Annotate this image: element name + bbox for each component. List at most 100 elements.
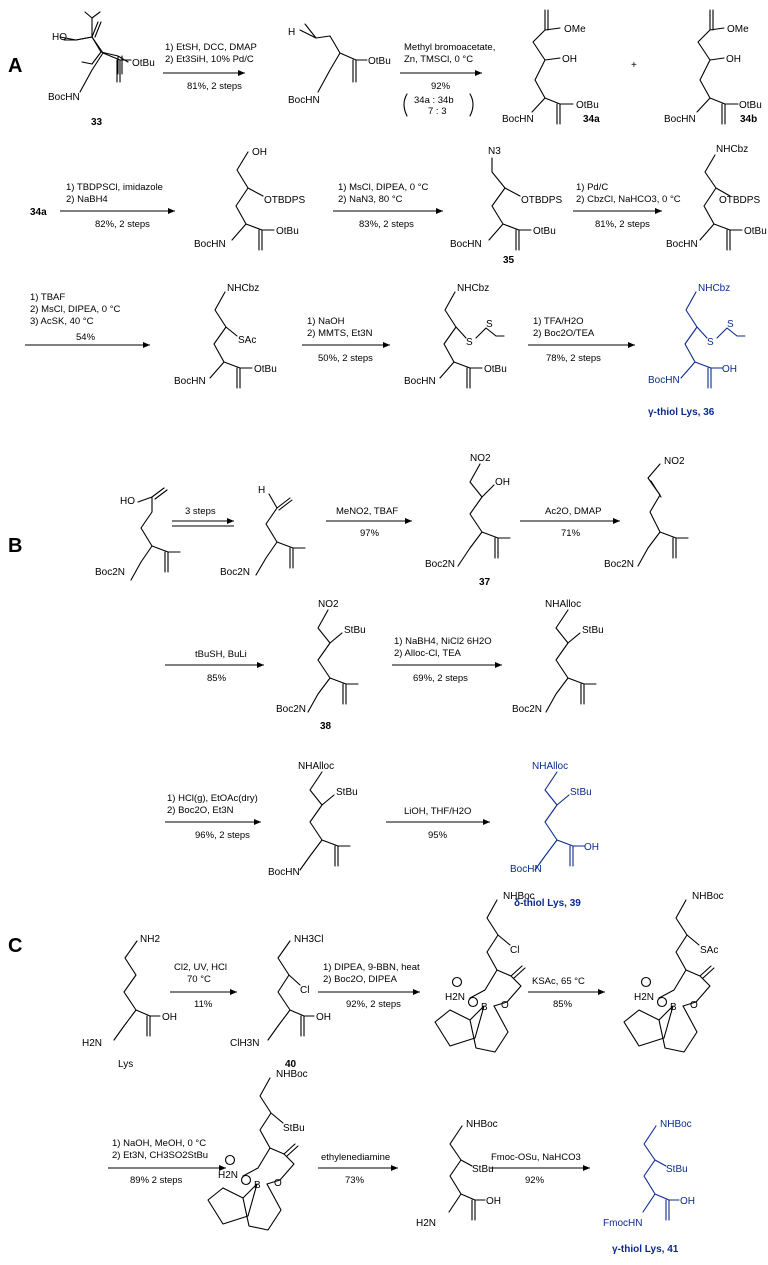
yield-a7: 50%, 2 steps [318, 353, 373, 364]
h2n-plus-label-3: H2N [218, 1170, 238, 1181]
stbu-label-2: StBu [582, 625, 604, 636]
compound-bbn-chloro: NHBoc Cl H2N B O [434, 891, 535, 1053]
cond-b6-line2: 2) Boc2O, Et3N [167, 805, 234, 816]
clh3n-label: ClH3N [230, 1038, 259, 1049]
sulfur-label-2: S [486, 319, 493, 330]
cond-b5-line1: 1) NaBH4, NiCl2 6H2O [394, 636, 492, 647]
ho-label-b: HO [120, 496, 135, 507]
yield-a6: 54% [76, 332, 96, 343]
sac-label-c: SAc [700, 945, 718, 956]
negative-charge-icon-3 [240, 1174, 252, 1186]
nhalloc-label-2: NHAlloc [298, 761, 334, 772]
no2-label-1: NO2 [470, 453, 491, 464]
nhcbz-label-2: NHCbz [227, 283, 259, 294]
cond-b6-line1: 1) HCl(g), EtOAc(dry) [167, 793, 258, 804]
ratio-value: 7 : 3 [428, 106, 447, 117]
cond-a2-line1: Methyl bromoacetate, [404, 42, 495, 53]
sulfur-label-3: S [707, 337, 714, 348]
yield-a5: 81%, 2 steps [595, 219, 650, 230]
h2n-plus-label: H2N [445, 992, 465, 1003]
otbu-label-2: OtBu [368, 56, 391, 67]
cond-c1-line2: 70 °C [187, 974, 211, 985]
oh-label-c3: OH [486, 1196, 501, 1207]
panel-label-c: C [8, 935, 22, 957]
oh-label-4: OH [722, 364, 737, 375]
otbdps-label-3: OTBDPS [719, 195, 760, 206]
cond-a6-line3: 3) AcSK, 40 °C [30, 316, 94, 327]
yield-b6: 96%, 2 steps [195, 830, 250, 841]
cond-a5-line2: 2) CbzCl, NaHCO3, 0 °C [576, 194, 681, 205]
cond-b4: tBuSH, BuLi [195, 649, 247, 660]
oh-label-2: OH [726, 54, 741, 65]
stbu-label-c1: StBu [283, 1123, 305, 1134]
oh-label: OH [562, 54, 577, 65]
negative-charge-icon-2 [656, 996, 668, 1008]
nhcbz-label-4: NHCbz [698, 283, 730, 294]
yield-b5: 69%, 2 steps [413, 673, 468, 684]
otbu-label-6: OtBu [533, 226, 556, 237]
yield-c3: 85% [553, 999, 573, 1010]
product-name-36: γ-thiol Lys, 36 [648, 407, 715, 418]
sulfur-label-4: S [727, 319, 734, 330]
yield-a1: 81%, 2 steps [187, 81, 242, 92]
bochn-label-5: BocHN [194, 239, 226, 250]
cond-a5-line1: 1) Pd/C [576, 182, 608, 193]
compound-label-38: 38 [320, 721, 332, 732]
panel-label-b: B [8, 535, 22, 557]
bochn-label-8: BocHN [174, 376, 206, 387]
compound-glutamate: HO Boc2N [95, 487, 181, 581]
product-name-39: δ-thiol Lys, 39 [514, 898, 581, 909]
cond-a7-line1: 1) NaOH [307, 316, 345, 327]
sulfur-label-1: S [466, 337, 473, 348]
cond-b1: 3 steps [185, 506, 216, 517]
bochn-label-7: BocHN [666, 239, 698, 250]
otbu-label-5: OtBu [276, 226, 299, 237]
compound-34a: OMe OH BocHN OtBu 34a [502, 9, 600, 125]
positive-charge-icon [451, 976, 463, 988]
compound-37: NO2 OH Boc2N 37 [425, 453, 511, 588]
product-name-41: γ-thiol Lys, 41 [612, 1244, 679, 1255]
panel-label-a: A [8, 55, 22, 77]
compound-thioacetate: NHCbz SAc BocHN OtBu [174, 283, 277, 389]
compound-disulfide: NHCbz S S BocHN OtBu [404, 283, 507, 389]
compound-36-product: NHCbz S S BocHN OH γ-thiol Lys, 36 [648, 283, 746, 418]
otbu-label-8: OtBu [254, 364, 277, 375]
cond-a4-line1: 1) MsCl, DIPEA, 0 °C [338, 182, 429, 193]
cond-a1-line1: 1) EtSH, DCC, DMAP [165, 42, 257, 53]
compound-bbn-thioacetate: NHBoc SAc H2N B O [623, 891, 724, 1053]
nhboc-label-c3: NHBoc [276, 1069, 308, 1080]
nhboc-label-c4: NHBoc [466, 1119, 498, 1130]
compound-otbdps-alcohol: OH OTBDPS BocHN OtBu [194, 147, 305, 251]
bochn-label-2: BocHN [288, 95, 320, 106]
cond-c2-line2: 2) Boc2O, DIPEA [323, 974, 398, 985]
bochn-label-9: BocHN [404, 376, 436, 387]
yield-c5: 73% [345, 1175, 365, 1186]
compound-34b: OMe OH BocHN OtBu 34b [664, 9, 762, 125]
nhalloc-label-3: NHAlloc [532, 761, 568, 772]
h2n-label-2: H2N [416, 1218, 436, 1229]
h2n-plus-label-2: H2N [634, 992, 654, 1003]
stbu-label-3: StBu [336, 787, 358, 798]
boron-label: B [481, 1002, 488, 1013]
compound-label-34a-start: 34a [30, 207, 47, 218]
cond-a2-line2: Zn, TMSCl, 0 °C [404, 54, 473, 65]
compound-33: HO BocHN OtBu 33 [48, 11, 155, 128]
yield-b4: 85% [207, 673, 227, 684]
compound-label-40: 40 [285, 1059, 297, 1070]
stbu-label-4: StBu [570, 787, 592, 798]
compound-nhalloc-bochn: NHAlloc StBu BocHN [268, 761, 358, 878]
boc2n-label-2: Boc2N [220, 567, 250, 578]
compound-nhalloc-stbu: NHAlloc StBu Boc2N [512, 599, 604, 715]
cl-label-2: Cl [510, 945, 519, 956]
stbu-label-c2: StBu [472, 1164, 494, 1175]
oxygen-label: O [501, 1000, 509, 1011]
oxygen-label-2: O [690, 1000, 698, 1011]
bochn-label-10: BocHN [648, 375, 680, 386]
boc2n-label-1: Boc2N [95, 567, 125, 578]
azide-label: N3 [488, 146, 501, 157]
yield-a8: 78%, 2 steps [546, 353, 601, 364]
bochn-label-6: BocHN [450, 239, 482, 250]
plus-sign: + [631, 60, 637, 71]
yield-c6: 92% [525, 1175, 545, 1186]
